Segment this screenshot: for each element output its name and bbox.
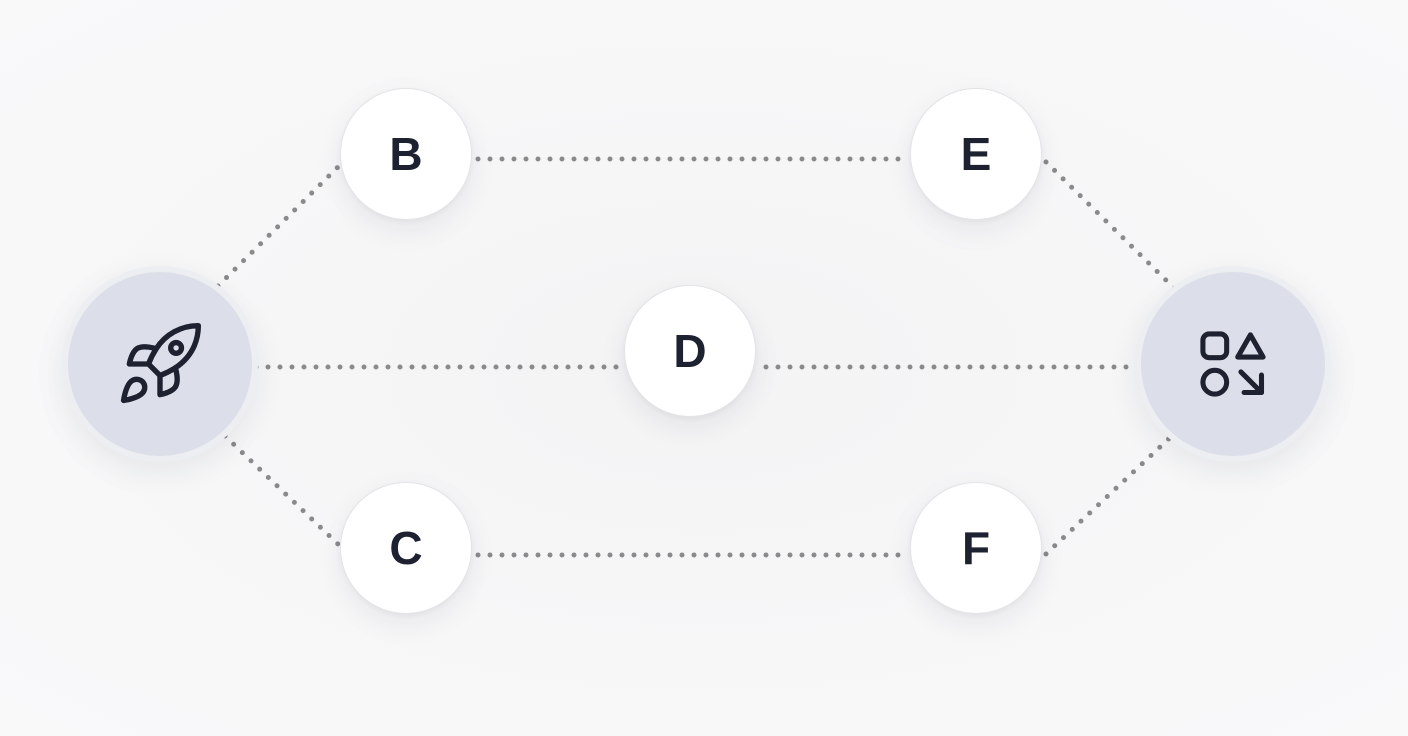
edge-f-end bbox=[1043, 429, 1179, 557]
node-e[interactable]: E bbox=[910, 88, 1042, 220]
node-c-label: C bbox=[389, 522, 423, 574]
end-node[interactable] bbox=[1135, 266, 1331, 462]
rocket-icon bbox=[114, 318, 206, 410]
node-d[interactable]: D bbox=[624, 285, 756, 417]
node-c[interactable]: C bbox=[340, 482, 472, 614]
edge-e-end bbox=[1043, 159, 1179, 293]
node-f[interactable]: F bbox=[910, 482, 1042, 614]
edge-start-c bbox=[222, 433, 343, 549]
node-f-label: F bbox=[961, 522, 991, 574]
node-e-label: E bbox=[960, 128, 992, 180]
node-b-label: B bbox=[389, 128, 423, 180]
edge-start-b bbox=[215, 162, 343, 289]
shapes-icon bbox=[1195, 326, 1271, 402]
node-b[interactable]: B bbox=[340, 88, 472, 220]
node-d-label: D bbox=[673, 325, 707, 377]
start-node[interactable] bbox=[62, 266, 258, 462]
